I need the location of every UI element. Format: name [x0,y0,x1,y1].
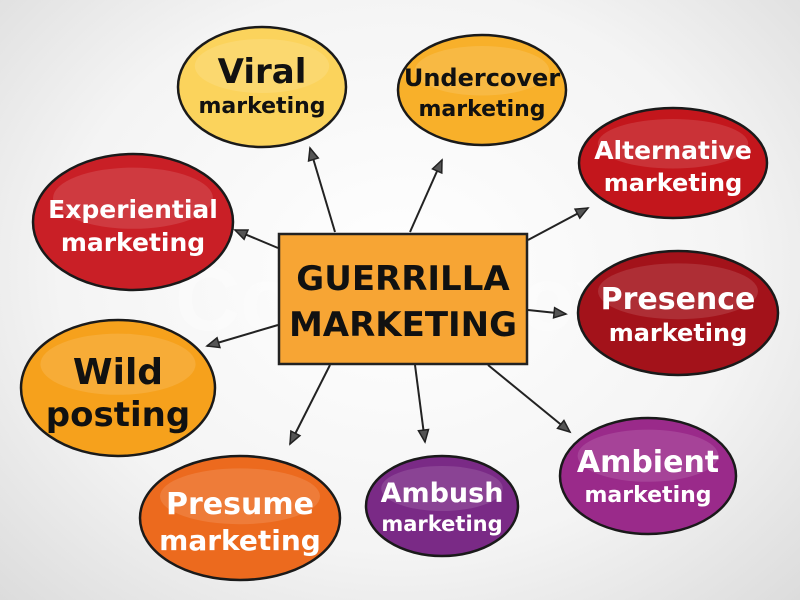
arrowhead-wild-posting [205,336,221,349]
node-label-line1: Presence [601,282,756,317]
arrow-ambient [487,364,571,433]
node-bubble [396,33,568,147]
node-bubble [138,454,342,582]
node-label-line2: marketing [159,524,321,557]
node-label-line1: Experiential [48,195,218,224]
center-title-line1: GUERRILLA [296,259,510,299]
center-title-line2: MARKETING [289,305,517,345]
node-label-line1: Alternative [594,136,752,165]
node-label-line2: marketing [61,228,205,257]
arrowhead-presence [552,306,568,319]
node-label-line1: Undercover [404,64,561,92]
node-label-line1: Ambush [381,478,504,509]
node-highlight [577,429,719,482]
node-highlight [53,167,213,229]
arrowhead-ambient [556,419,572,434]
node-bubble [19,318,217,458]
center-box [277,232,529,366]
node-label-line1: Ambient [577,445,719,480]
node-bubble [577,106,769,220]
node-ambush: Ambush marketing [364,454,520,558]
arrowhead-presume [289,429,302,446]
node-undercover: Undercover marketing [396,33,568,147]
node-highlight [40,333,196,395]
arrow-ambush [414,364,426,443]
arrowhead-alternative [573,207,590,220]
node-bubble [364,454,520,558]
node-label-line1: Viral [218,52,307,92]
arrows [205,146,590,446]
node-ambient: Ambient marketing [558,416,738,536]
node-label-line2: posting [46,395,190,435]
node-label-line1: Presume [166,487,314,522]
node-label-line2: marketing [609,319,748,347]
node-bubble [176,25,348,149]
node-highlight [160,468,320,525]
node-label-line2: marketing [418,97,545,122]
arrowhead-undercover [431,158,443,175]
arrow-undercover [409,159,443,233]
node-experiential: Experiential marketing [31,152,235,292]
arrowhead-experiential [233,229,250,241]
arrowhead-viral [307,146,320,162]
node-label-line2: marketing [198,94,325,119]
center-node: GUERRILLA MARKETING [277,232,529,366]
arrow-presume [289,364,331,445]
node-label-line2: marketing [381,512,502,536]
nodes: ViralmarketingUndercovermarketingAlterna… [19,25,780,582]
node-label-line2: marketing [584,483,711,508]
node-highlight [598,263,758,320]
node-alternative: Alternative marketing [577,106,769,220]
node-highlight [194,39,330,93]
arrowhead-ambush [417,428,430,444]
node-bubble [31,152,235,292]
arrow-viral [309,147,336,233]
node-highlight [414,46,550,96]
node-highlight [597,119,749,169]
node-bubble [576,249,780,377]
node-highlight [381,466,503,511]
node-label-line1: Wild [73,352,163,393]
node-bubble [558,416,738,536]
node-label-line2: marketing [604,169,743,197]
